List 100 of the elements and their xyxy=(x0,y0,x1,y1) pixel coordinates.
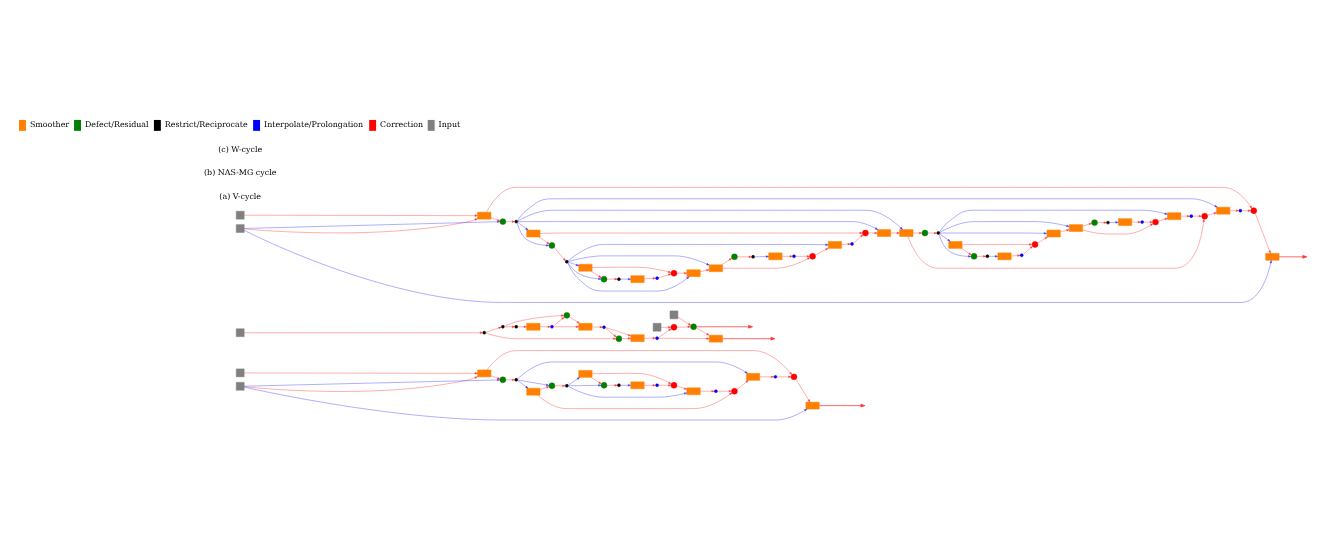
node-circle xyxy=(655,276,659,280)
arrow xyxy=(737,255,752,258)
arrow xyxy=(890,231,900,235)
arrow xyxy=(553,247,566,262)
node-circle xyxy=(565,384,569,388)
node-box xyxy=(1118,218,1132,226)
arrow xyxy=(644,337,656,340)
node-box xyxy=(1265,253,1280,261)
node-box xyxy=(1167,212,1182,220)
arrow xyxy=(517,198,1218,221)
arrow xyxy=(485,332,617,340)
arrow xyxy=(568,255,710,266)
arrow xyxy=(517,361,748,380)
node-circle xyxy=(731,253,738,261)
arrow xyxy=(244,220,500,229)
arrow xyxy=(795,255,810,258)
node-box xyxy=(236,328,245,337)
arrow xyxy=(505,220,515,223)
arrow xyxy=(1278,255,1308,259)
arrow xyxy=(516,222,550,247)
arrow xyxy=(517,221,878,230)
arrow xyxy=(517,379,550,386)
arrow xyxy=(658,337,710,340)
arrow xyxy=(1109,221,1119,224)
arrow xyxy=(721,258,732,265)
arrow xyxy=(606,278,618,281)
arrow xyxy=(696,327,710,336)
arrow xyxy=(486,187,1253,213)
arrow xyxy=(658,328,672,338)
arrow xyxy=(939,232,1047,235)
node-box xyxy=(477,211,492,220)
arrow xyxy=(485,326,502,333)
node-circle xyxy=(792,254,796,259)
node-circle xyxy=(501,325,505,329)
arrow xyxy=(1131,221,1141,224)
arrow xyxy=(976,255,987,258)
arrow xyxy=(539,231,863,235)
arrow xyxy=(1082,223,1154,235)
node-box xyxy=(669,310,679,320)
arrow xyxy=(1180,215,1190,218)
arrow xyxy=(853,234,864,244)
arrow xyxy=(676,272,687,275)
arrow xyxy=(644,277,656,280)
node-box xyxy=(526,388,541,396)
arrow xyxy=(591,377,602,384)
node-box xyxy=(652,323,662,332)
arrow xyxy=(568,262,579,266)
arrow xyxy=(538,236,550,245)
arrow xyxy=(1011,254,1021,257)
node-box xyxy=(477,369,492,378)
node-circle xyxy=(1106,220,1110,225)
arrow xyxy=(815,248,829,256)
node-circle xyxy=(655,383,659,388)
arrow xyxy=(1060,229,1070,233)
node-box xyxy=(236,224,245,233)
arrow xyxy=(553,316,565,327)
node-box xyxy=(1069,224,1083,232)
arrow xyxy=(621,337,631,340)
arrow xyxy=(1037,236,1048,244)
arrow xyxy=(1022,245,1033,255)
arrow xyxy=(591,267,672,273)
arrow xyxy=(244,331,483,334)
node-box xyxy=(236,210,245,220)
arrow xyxy=(759,375,774,378)
node-circle xyxy=(1140,220,1144,224)
arrow xyxy=(606,384,618,387)
arrow xyxy=(1097,221,1107,224)
node-box xyxy=(578,323,593,331)
arrow xyxy=(591,271,602,278)
arrow xyxy=(553,325,579,328)
arrow xyxy=(1207,212,1217,216)
node-circle xyxy=(617,383,621,388)
node-circle xyxy=(1091,219,1098,226)
arrow xyxy=(658,384,672,387)
arrow xyxy=(696,325,753,329)
arrow xyxy=(819,403,866,408)
arrow xyxy=(658,273,672,279)
arrow xyxy=(722,257,811,269)
arrow xyxy=(591,373,672,385)
arrow xyxy=(717,390,732,393)
arrow xyxy=(754,255,769,258)
arrow xyxy=(676,325,691,328)
arrow xyxy=(1143,221,1153,224)
arrow xyxy=(620,384,631,387)
arrow xyxy=(939,210,1168,232)
arrow xyxy=(722,336,776,341)
arrow xyxy=(517,380,529,389)
arrow xyxy=(644,384,656,387)
arrow xyxy=(605,327,631,337)
arrow xyxy=(939,221,1070,233)
arrow xyxy=(504,314,564,327)
arrow xyxy=(540,325,551,328)
node-circle xyxy=(751,255,755,259)
arrow xyxy=(841,243,851,246)
arrow xyxy=(244,372,478,375)
node-circle xyxy=(482,331,486,335)
arrow xyxy=(736,380,749,390)
arrow xyxy=(244,214,478,217)
arrow xyxy=(554,384,566,387)
arrow xyxy=(244,386,808,421)
